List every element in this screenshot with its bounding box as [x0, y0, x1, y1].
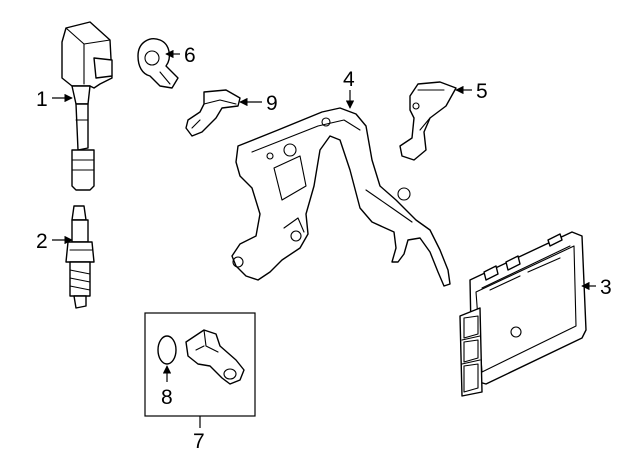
knock-sensor [137, 38, 179, 89]
callout-1: 1 [36, 88, 48, 111]
speed-sensor [185, 89, 241, 137]
callout-7: 7 [193, 430, 205, 453]
callout-6: 6 [184, 44, 196, 67]
sensor-kit-box [144, 312, 256, 417]
main-bracket [231, 107, 451, 287]
callout-8: 8 [161, 386, 173, 409]
callout-9: 9 [266, 92, 278, 115]
o-ring [157, 335, 177, 365]
ignition-coil [61, 21, 113, 191]
ecu-module [459, 231, 587, 397]
callout-5: 5 [476, 80, 488, 103]
callout-3: 3 [600, 276, 612, 299]
camshaft-sensor [185, 329, 245, 385]
callout-4: 4 [343, 68, 355, 91]
small-bracket [399, 81, 457, 161]
callout-2: 2 [36, 230, 48, 253]
spark-plug [65, 205, 95, 309]
